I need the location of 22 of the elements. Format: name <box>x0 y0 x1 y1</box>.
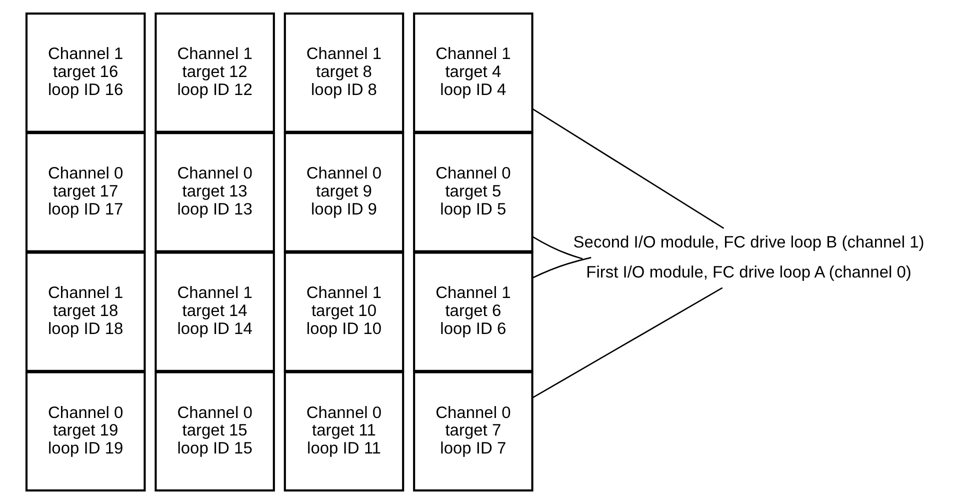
node-box: Channel 0 target 7 loop ID 7 <box>413 371 534 492</box>
node-box: Channel 0 target 17 loop ID 17 <box>25 132 146 252</box>
node-box: Channel 0 target 15 loop ID 15 <box>154 371 275 492</box>
node-box: Channel 1 target 10 loop ID 10 <box>284 252 404 372</box>
node-box: Channel 0 target 11 loop ID 11 <box>284 371 404 492</box>
node-text: First I/O module, FC drive loop A (channel 0) <box>586 264 912 282</box>
connector <box>532 256 592 279</box>
node-box: Channel 0 target 19 loop ID 19 <box>25 371 146 492</box>
node-box: Channel 1 target 16 loop ID 16 <box>25 12 146 133</box>
node-box: Channel 1 target 12 loop ID 12 <box>154 12 275 133</box>
connector <box>532 287 723 398</box>
node-box: Channel 1 target 8 loop ID 8 <box>284 12 404 133</box>
node-box: Channel 0 target 9 loop ID 9 <box>284 132 404 252</box>
node-box: Channel 1 target 4 loop ID 4 <box>413 12 534 133</box>
node-box: Channel 0 target 5 loop ID 5 <box>413 132 534 252</box>
connector <box>532 108 724 229</box>
node-box: Channel 1 target 6 loop ID 6 <box>413 252 534 372</box>
node-box: Channel 1 target 14 loop ID 14 <box>154 252 275 372</box>
node-box: Channel 1 target 18 loop ID 18 <box>25 252 146 372</box>
connector <box>532 236 583 260</box>
node-box: Channel 0 target 13 loop ID 13 <box>154 132 275 252</box>
node-text: Second I/O module, FC drive loop B (channel 1) <box>573 233 924 252</box>
